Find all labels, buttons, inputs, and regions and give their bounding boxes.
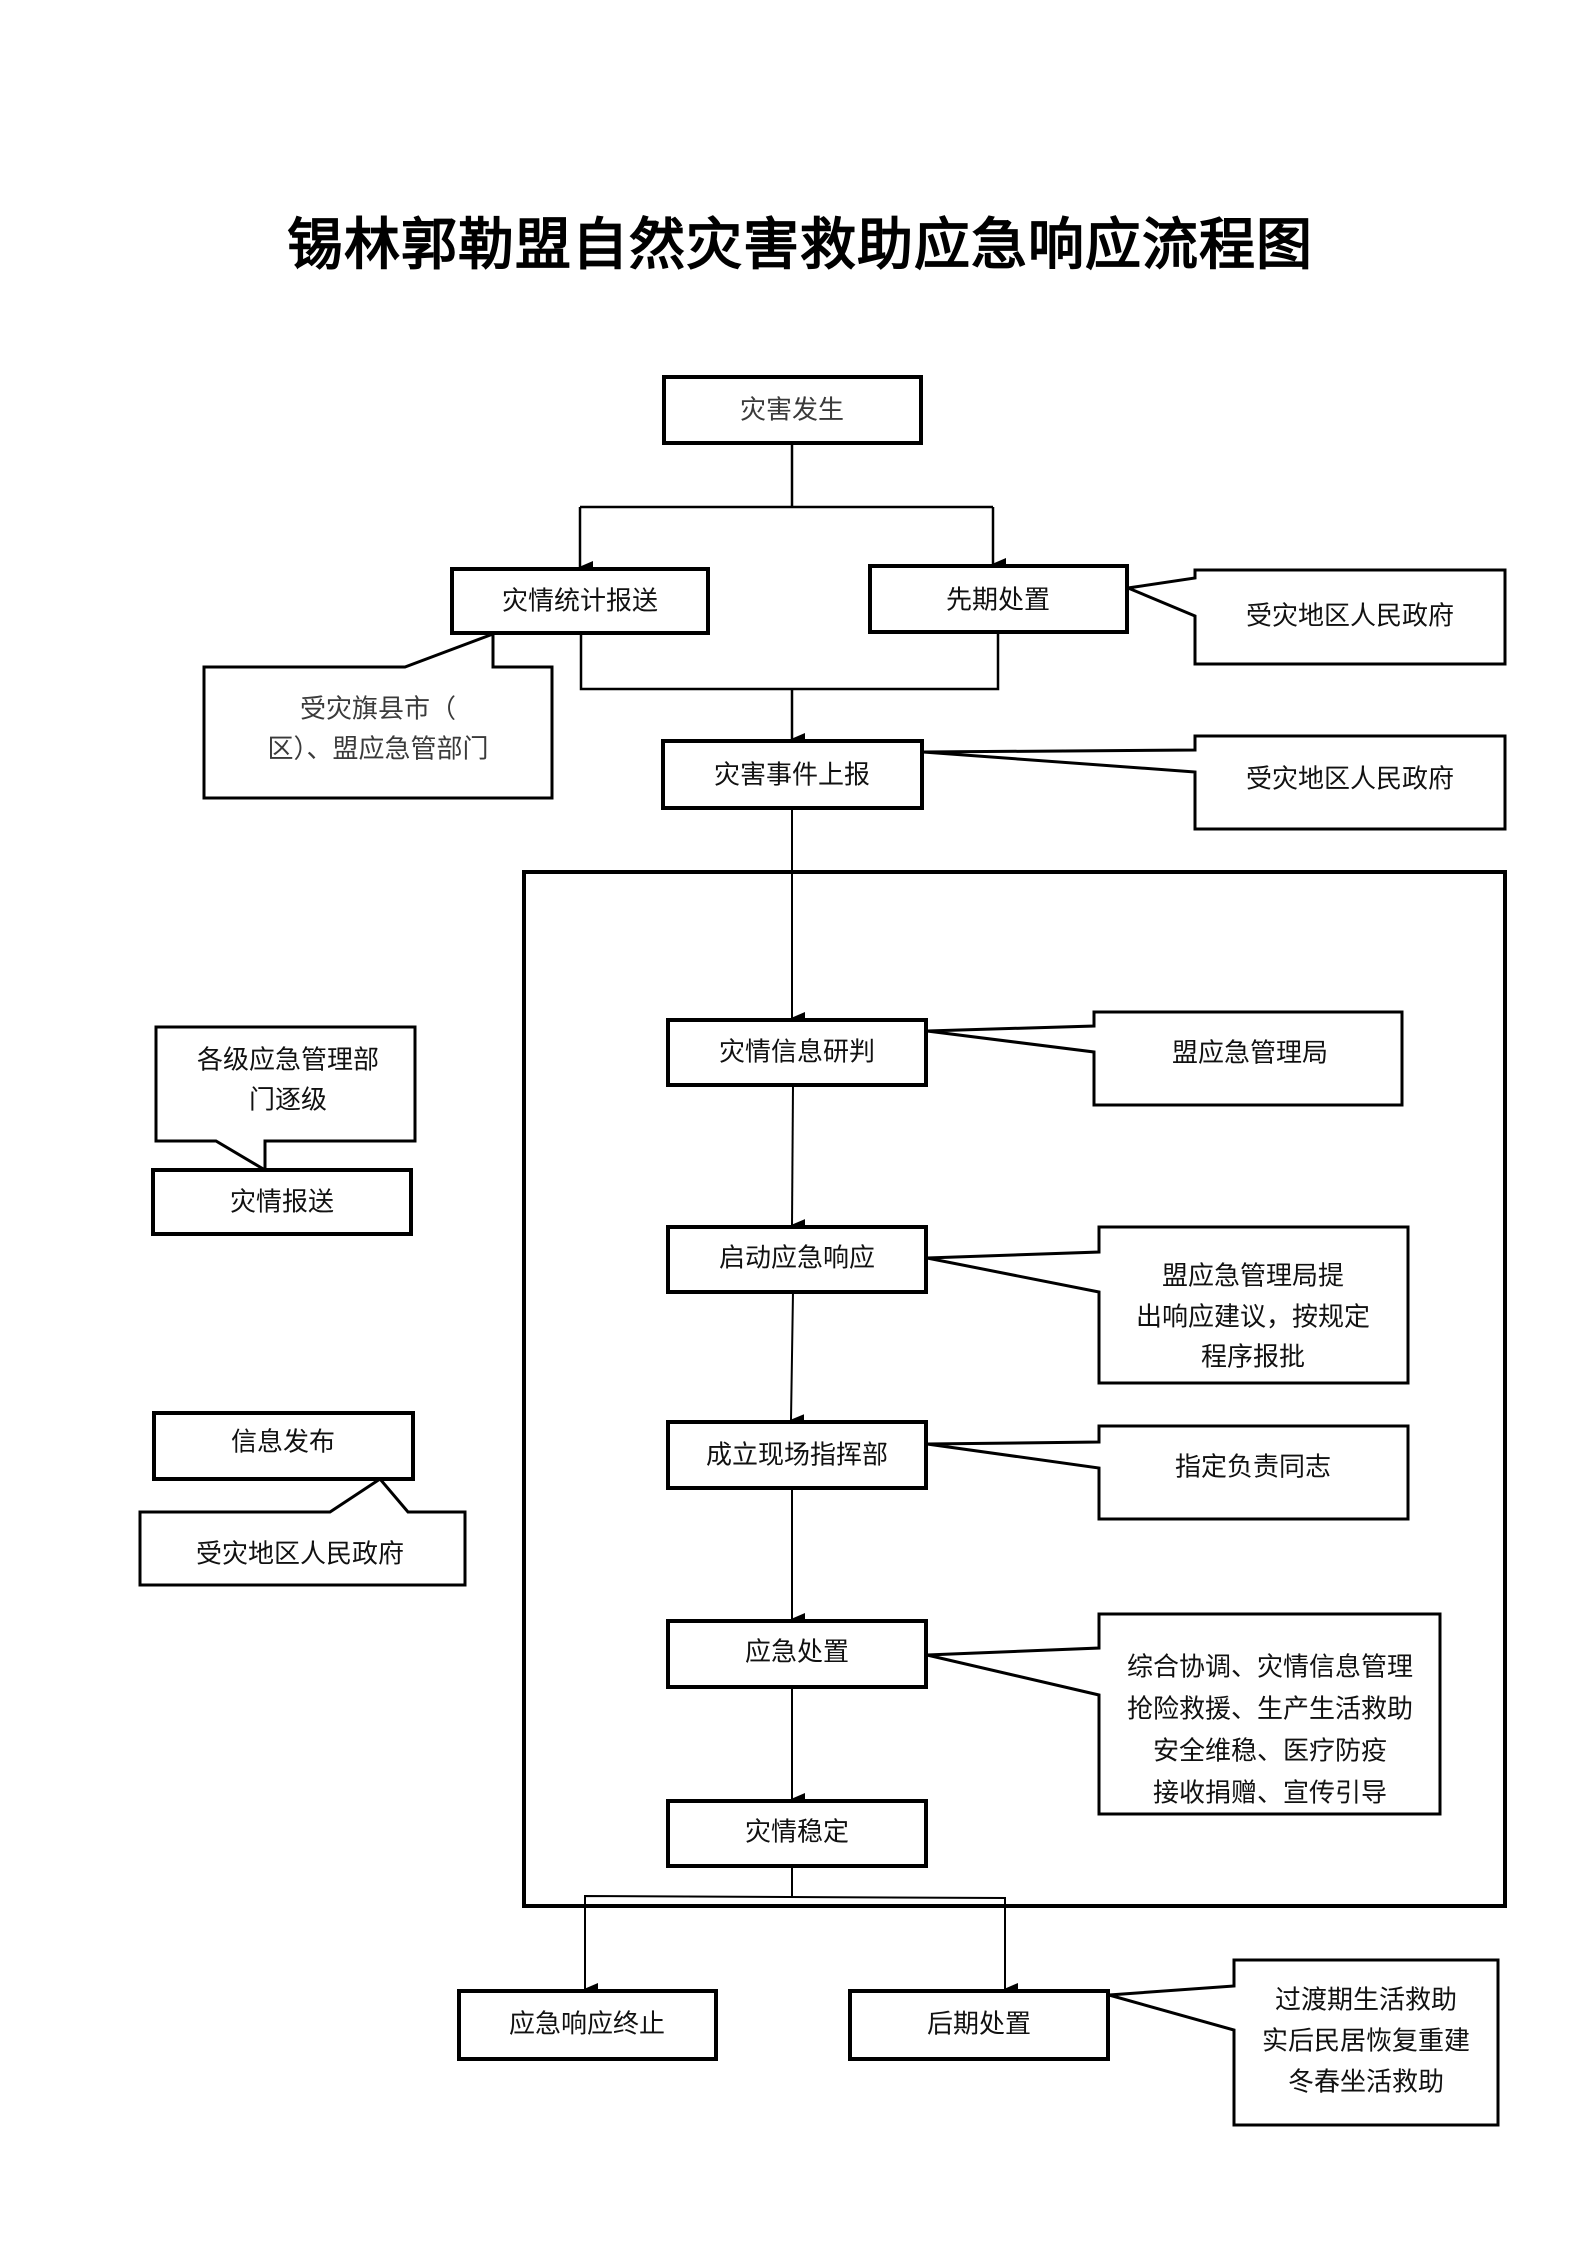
callout-label: 抢险救援、生产生活救助 — [1127, 1695, 1413, 1725]
node-emergency-handling — [666, 1619, 928, 1689]
callout-initial-response-owner — [1122, 568, 1507, 666]
node-field-command — [666, 1420, 928, 1490]
node-label: 灾情稳定 — [745, 1818, 849, 1848]
node-label: 灾情信息研判 — [719, 1038, 875, 1068]
callout-statistics-owner — [202, 631, 554, 800]
emergency-response-container — [522, 870, 1507, 1908]
diagram-title: 锡林郭勒盟自然灾害救助应急响应流程图 — [287, 212, 1313, 278]
callout-label: 受灾地区人民政府 — [196, 1540, 404, 1570]
connector-merge — [579, 632, 1000, 691]
callout-label: 过渡期生活救助 — [1275, 1986, 1457, 2016]
arrow-to-field-command — [790, 1291, 805, 1427]
callout-label: 综合协调、灾情信息管理 — [1127, 1653, 1413, 1683]
node-disaster-occurs — [662, 375, 923, 445]
node-label: 灾情报送 — [230, 1188, 334, 1218]
node-label: 启动应急响应 — [719, 1244, 875, 1274]
connector-final-branch — [584, 1894, 1006, 1989]
node-label: 灾害发生 — [740, 396, 844, 426]
node-situation-stable — [666, 1799, 928, 1868]
callout-label: 安全维稳、医疗防疫 — [1153, 1737, 1387, 1767]
node-statistics-report — [450, 567, 710, 635]
callout-label: 盟应急管理局提 — [1162, 1262, 1344, 1292]
node-info-assessment — [666, 1018, 928, 1087]
node-label: 灾害事件上报 — [714, 761, 870, 791]
node-label: 灾情统计报送 — [502, 587, 658, 617]
callout-post-tasks — [1108, 1958, 1500, 2127]
node-event-report — [661, 739, 924, 810]
callout-label: 各级应急管理部 — [197, 1046, 379, 1076]
callout-label: 受灾地区人民政府 — [1246, 765, 1454, 795]
node-disaster-report-left — [151, 1168, 413, 1236]
callout-label: 出响应建议，按规定 — [1136, 1303, 1370, 1333]
callout-event-report-owner — [922, 734, 1507, 831]
callout-label: 程序报批 — [1201, 1343, 1305, 1373]
arrow-to-launch-response — [791, 1084, 806, 1232]
callout-label: 实后民居恢复重建 — [1262, 2027, 1470, 2057]
node-label: 信息发布 — [231, 1428, 335, 1458]
node-post-handling — [848, 1989, 1110, 2061]
connectors — [578, 443, 1018, 1995]
callout-label: 盟应急管理局 — [1172, 1039, 1328, 1069]
callout-handling-tasks — [926, 1612, 1442, 1816]
callout-label: 冬春坐活救助 — [1288, 2068, 1444, 2098]
callout-label: 门逐级 — [249, 1086, 327, 1116]
node-label: 后期处置 — [927, 2010, 1031, 2040]
callout-command-owner — [926, 1424, 1410, 1521]
callout-report-owner-left — [154, 1025, 417, 1173]
callout-launch-owner — [926, 1225, 1410, 1385]
callout-label: 受灾旗县市（ — [300, 695, 456, 725]
callout-label: 区）、盟应急管部门 — [267, 735, 488, 765]
node-label: 应急处置 — [745, 1638, 849, 1668]
node-launch-response — [666, 1225, 928, 1294]
node-label: 成立现场指挥部 — [706, 1441, 888, 1471]
callout-assessment-owner — [926, 1010, 1404, 1107]
callout-label: 受灾地区人民政府 — [1246, 602, 1454, 632]
callout-release-owner-left — [138, 1477, 467, 1587]
node-info-release — [152, 1411, 415, 1481]
node-label: 应急响应终止 — [509, 2010, 665, 2040]
node-response-end — [457, 1989, 718, 2061]
callout-label: 接收捐赠、宣传引导 — [1153, 1779, 1387, 1809]
node-initial-response — [868, 564, 1129, 634]
node-label: 先期处置 — [946, 586, 1050, 616]
callout-label: 指定负责同志 — [1175, 1453, 1331, 1483]
